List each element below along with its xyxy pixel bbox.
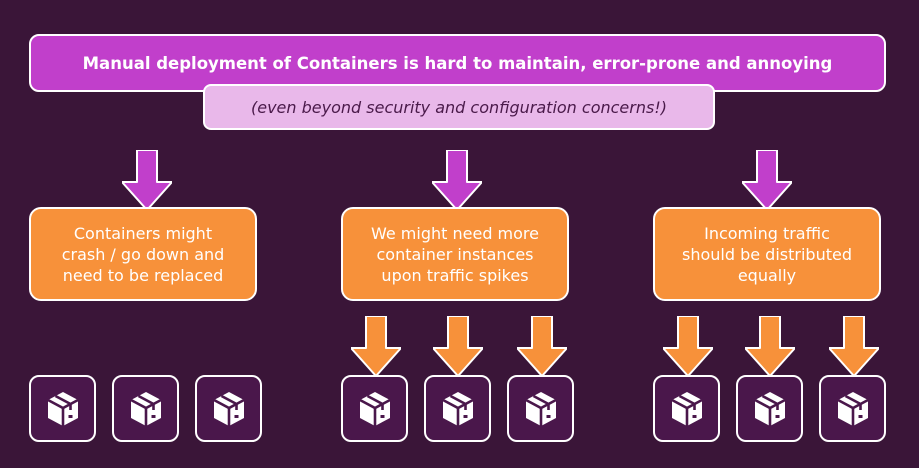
arrow-down-icon <box>432 150 482 210</box>
container-tile <box>819 375 886 442</box>
package-cube-icon <box>126 389 166 429</box>
problem-line: upon traffic spikes <box>381 265 529 285</box>
container-tile <box>112 375 179 442</box>
arrow-down-icon <box>351 316 401 376</box>
banner-subtitle: (even beyond security and configuration … <box>251 97 667 117</box>
package-cube-icon <box>438 389 478 429</box>
arrow-down-icon <box>829 316 879 376</box>
problem-line: container instances <box>376 244 534 264</box>
problem-line: crash / go down and <box>61 244 225 264</box>
package-cube-icon <box>521 389 561 429</box>
problem-box-scaling: We might need more container instances u… <box>341 207 569 301</box>
arrow-down-icon <box>433 316 483 376</box>
package-cube-icon <box>43 389 83 429</box>
arrow-down-icon <box>517 316 567 376</box>
package-cube-icon <box>355 389 395 429</box>
problem-box-crash: Containers might crash / go down and nee… <box>29 207 257 301</box>
problem-line: equally <box>737 265 797 285</box>
problem-line: should be distributed <box>682 244 852 264</box>
problem-line: need to be replaced <box>62 265 224 285</box>
package-cube-icon <box>750 389 790 429</box>
container-tile <box>195 375 262 442</box>
container-tile <box>736 375 803 442</box>
package-cube-icon <box>209 389 249 429</box>
problem-subtitle: (even beyond security and configuration … <box>203 84 715 130</box>
problem-line: Incoming traffic <box>704 223 830 243</box>
arrow-down-icon <box>742 150 792 210</box>
arrow-down-icon <box>122 150 172 210</box>
arrow-down-icon <box>745 316 795 376</box>
problem-banner: Manual deployment of Containers is hard … <box>29 34 886 92</box>
problem-line: We might need more <box>370 223 539 243</box>
problem-line: Containers might <box>73 223 213 243</box>
container-tile <box>341 375 408 442</box>
container-tile <box>653 375 720 442</box>
arrow-down-icon <box>663 316 713 376</box>
container-tile <box>507 375 574 442</box>
container-tile <box>29 375 96 442</box>
banner-title: Manual deployment of Containers is hard … <box>82 53 833 73</box>
container-tile <box>424 375 491 442</box>
package-cube-icon <box>667 389 707 429</box>
package-cube-icon <box>833 389 873 429</box>
problem-box-traffic: Incoming traffic should be distributed e… <box>653 207 881 301</box>
